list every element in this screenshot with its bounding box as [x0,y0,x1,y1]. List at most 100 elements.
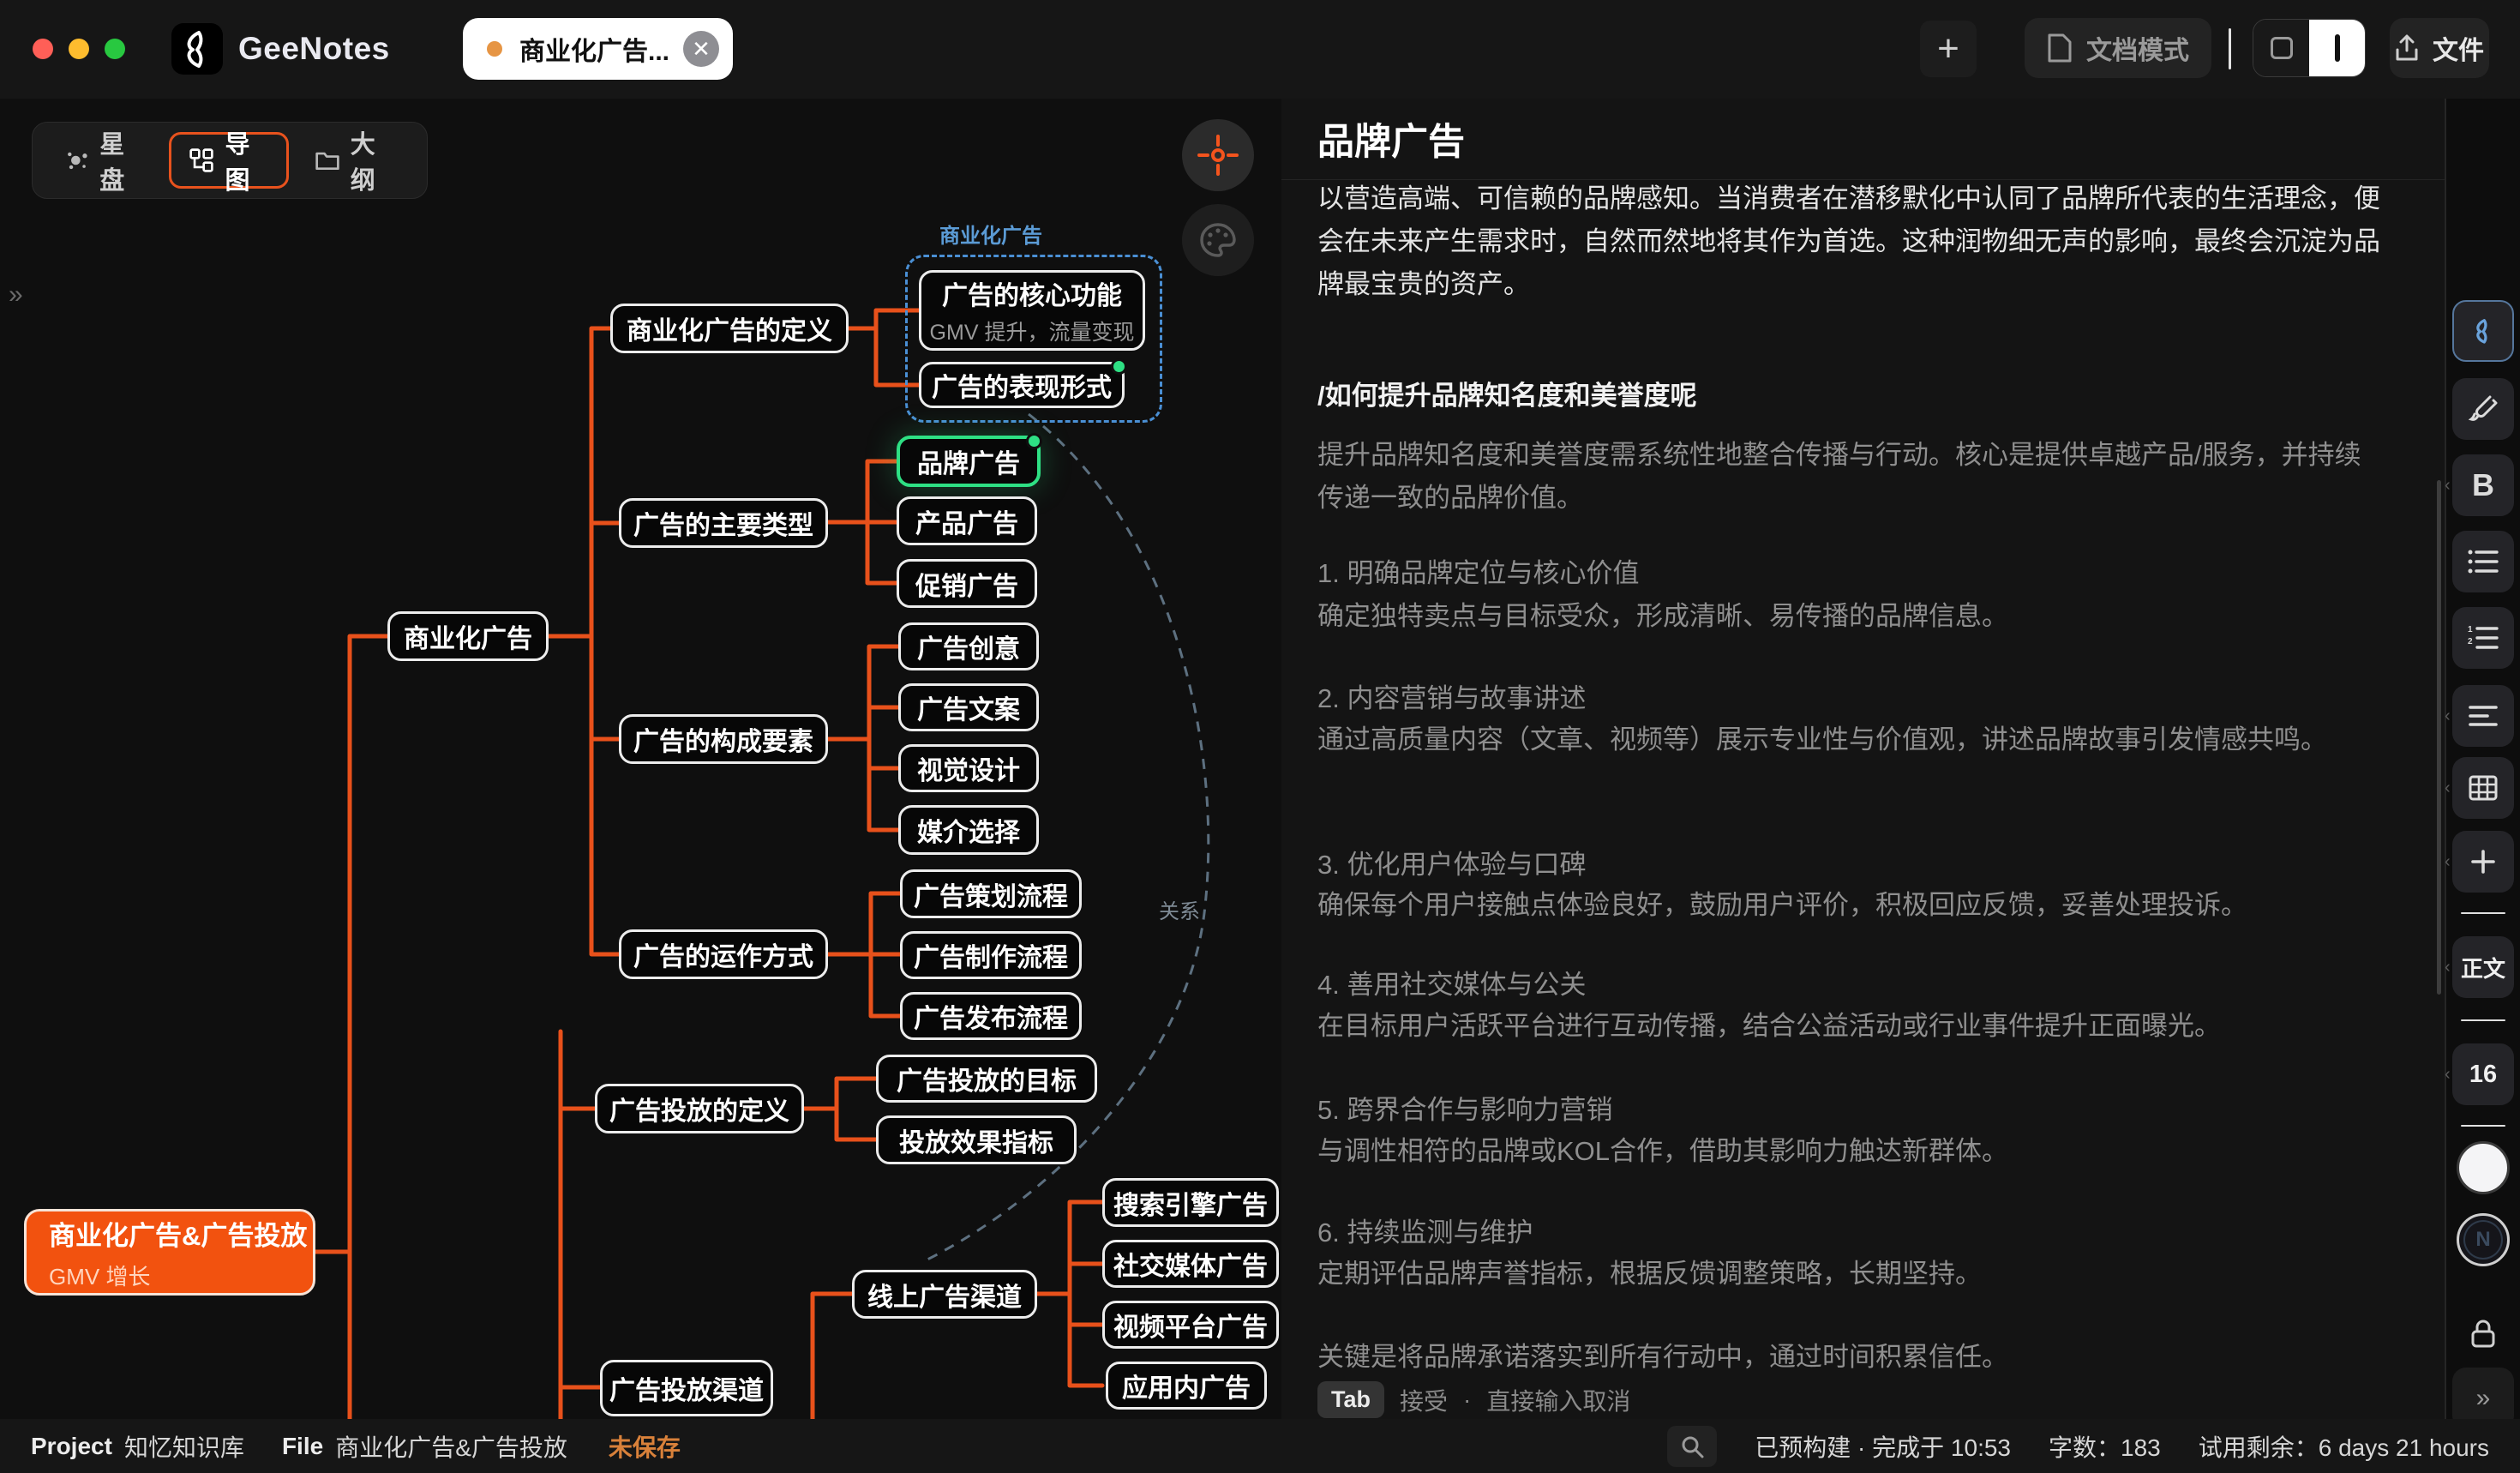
summary-group-box[interactable] [905,255,1162,423]
doc-section-title[interactable]: 1. 明确品牌定位与核心价值 [1317,558,1640,588]
top-bar: GeeNotes 商业化广告... ✕ + 文档模式 [0,0,2520,99]
document-panel[interactable]: 品牌广告 以营造高端、可信赖的品牌感知。当消费者在潜移默化中认同了品牌所代表的生… [1281,99,2445,1419]
tab-close-icon[interactable]: ✕ [683,31,719,67]
lock-button[interactable] [2452,1303,2514,1365]
align-button[interactable]: ‹ [2445,685,2514,747]
node-search-engine[interactable]: 搜索引擎广告 [1102,1178,1279,1227]
summary-group-label[interactable]: 商业化广告 [939,225,1042,248]
zoom-window-button[interactable] [105,39,125,59]
doc-intro[interactable]: 提升品牌知名度和美誉度需系统性地整合传播与行动。核心是提供卓越产品/服务，并持续… [1317,440,2361,513]
document-tab[interactable]: 商业化广告... ✕ [463,18,733,80]
node-brand-selected[interactable]: 品牌广告 [897,433,1042,487]
node-operation[interactable]: 广告的运作方式 [619,929,828,979]
node-social-media[interactable]: 社交媒体广告 [1102,1240,1279,1288]
chevron-left-icon: ‹ [2445,1064,2451,1084]
doc-section-title[interactable]: 4. 善用社交媒体与公关 [1317,970,1587,1000]
node-hub[interactable]: 商业化广告 [387,611,549,661]
numbered-list-button[interactable]: 1 2 [2452,607,2514,669]
node-visual-design[interactable]: 视觉设计 [898,744,1039,792]
layout-toggle-canvas[interactable] [2253,20,2309,76]
search-button[interactable] [1667,1425,1718,1467]
doc-section-body[interactable]: 通过高质量内容（文章、视频等）展示专业性与价值观，讲述品牌故事引发情感共鸣。 [1317,724,2327,755]
main-area: 星盘 导图 大纲 » [0,99,2520,1429]
chevron-left-icon: ‹ [2445,706,2451,725]
node-definition[interactable]: 商业化广告的定义 [610,304,849,353]
node-media-selection[interactable]: 媒介选择 [898,805,1039,855]
panel-collapse-chevron[interactable]: » [9,280,23,309]
mindmap-canvas[interactable]: 星盘 导图 大纲 » [0,99,1281,1419]
theme-palette-button[interactable] [1182,204,1254,276]
hint-separator: · [1463,1386,1472,1413]
highlight-color-swatch[interactable]: N [2457,1213,2510,1266]
doc-section-title[interactable]: 6. 持续监测与维护 [1317,1217,1533,1248]
brush-style-button[interactable] [2452,378,2514,440]
node-core-function[interactable]: 广告的核心功能 GMV 提升，流量变现 [919,270,1145,351]
project-name[interactable]: 知忆知识库 [123,1434,244,1461]
node-delivery-definition[interactable]: 广告投放的定义 [595,1084,804,1133]
mindmap-root-node[interactable]: 商业化广告&广告投放 GMV 增长 [24,1209,315,1296]
green-status-dot [1111,358,1127,375]
doc-section-title[interactable]: 2. 内容营销与故事讲述 [1317,683,1587,713]
node-online-channels[interactable]: 线上广告渠道 [852,1270,1037,1319]
view-tab-starmap-label: 星盘 [99,131,125,195]
doc-closing[interactable]: 关键是将品牌承诺落实到所有行动中，通过时间积累信任。 [1317,1342,2008,1372]
layout-toggle[interactable] [2253,19,2366,77]
insert-button[interactable]: ‹ [2445,831,2514,893]
node-elements[interactable]: 广告的构成要素 [619,714,828,764]
table-button[interactable]: ‹ [2445,757,2514,819]
node-delivery-goal[interactable]: 广告投放的目标 [876,1055,1097,1103]
view-tab-mindmap[interactable]: 导图 [169,131,289,195]
relation-label[interactable]: 关系 [1159,900,1200,923]
node-creative[interactable]: 广告创意 [898,622,1039,670]
doc-heading[interactable]: /如何提升品牌知名度和美誉度呢 [1317,381,1697,411]
toolbar-divider [2229,28,2231,69]
minimize-window-button[interactable] [69,39,89,59]
view-tab-starmap[interactable]: 星盘 [48,131,160,195]
core-function-title: 广告的核心功能 [942,282,1122,310]
doc-section-body[interactable]: 确定独特卖点与目标受众，形成清晰、易传播的品牌信息。 [1317,601,2008,631]
node-types[interactable]: 广告的主要类型 [619,498,828,548]
text-style-button[interactable]: ‹ 正文 [2445,936,2514,998]
doc-scrollbar-thumb[interactable] [2437,480,2441,995]
app-name: GeeNotes [238,31,390,66]
node-product[interactable]: 产品广告 [897,496,1037,545]
format-sidebar: ‹ B 1 2 ‹ [2445,99,2520,1429]
root-node-title: 商业化广告&广告投放 [49,1220,308,1251]
svg-text:1: 1 [2468,625,2473,634]
close-window-button[interactable] [33,39,53,59]
project-label: Project [31,1432,112,1459]
file-name[interactable]: 商业化广告&广告投放 [335,1434,567,1461]
node-copywriting[interactable]: 广告文案 [898,683,1039,731]
ai-assistant-button[interactable] [2452,300,2514,362]
doc-section-body[interactable]: 定期评估品牌声誉指标，根据反馈调整策略，长期坚持。 [1317,1259,1982,1289]
locate-center-button[interactable] [1182,119,1254,191]
doc-mode-button[interactable]: 文档模式 [2025,18,2211,78]
doc-paragraph[interactable]: 以营造高端、可信赖的品牌感知。当消费者在潜移默化中认同了品牌所代表的生活理念，便… [1317,183,2380,299]
bold-button[interactable]: ‹ B [2445,454,2514,516]
node-production[interactable]: 广告制作流程 [900,931,1082,979]
file-button[interactable]: 文件 [2390,18,2489,78]
lock-icon [2471,1320,2495,1348]
font-size-button[interactable]: ‹ 16 [2445,1043,2514,1105]
tab-key-badge[interactable]: Tab [1317,1381,1384,1418]
new-tab-button[interactable]: + [1920,21,1977,77]
node-delivery-channels[interactable]: 广告投放渠道 [600,1360,773,1416]
brush-icon [2469,395,2498,421]
node-publishing[interactable]: 广告发布流程 [900,992,1082,1040]
doc-section-body[interactable]: 在目标用户活跃平台进行互动传播，结合公益活动或行业事件提升正面曝光。 [1317,1011,2221,1041]
geenotes-logo-icon [187,31,203,68]
bullet-list-button[interactable] [2452,531,2514,592]
view-tab-outline[interactable]: 大纲 [297,131,411,195]
node-video-platform[interactable]: 视频平台广告 [1102,1301,1279,1349]
doc-section-title[interactable]: 3. 优化用户体验与口碑 [1317,850,1587,880]
node-planning[interactable]: 广告策划流程 [900,869,1082,918]
text-color-swatch[interactable] [2457,1141,2510,1194]
node-delivery-metrics[interactable]: 投放效果指标 [876,1115,1077,1164]
node-expression[interactable]: 广告的表现形式 [919,358,1127,408]
doc-section-title[interactable]: 5. 跨界合作与影响力营销 [1317,1095,1613,1125]
node-in-app[interactable]: 应用内广告 [1106,1362,1267,1410]
doc-section-body[interactable]: 确保每个用户接触点体验良好，鼓励用户评价，积极回应反馈，妥善处理投诉。 [1317,890,2247,920]
node-promotion[interactable]: 促销广告 [897,559,1037,608]
doc-section-body[interactable]: 与调性相符的品牌或KOL合作，借助其影响力触达新群体。 [1317,1136,2009,1166]
layout-toggle-document[interactable] [2309,20,2365,76]
